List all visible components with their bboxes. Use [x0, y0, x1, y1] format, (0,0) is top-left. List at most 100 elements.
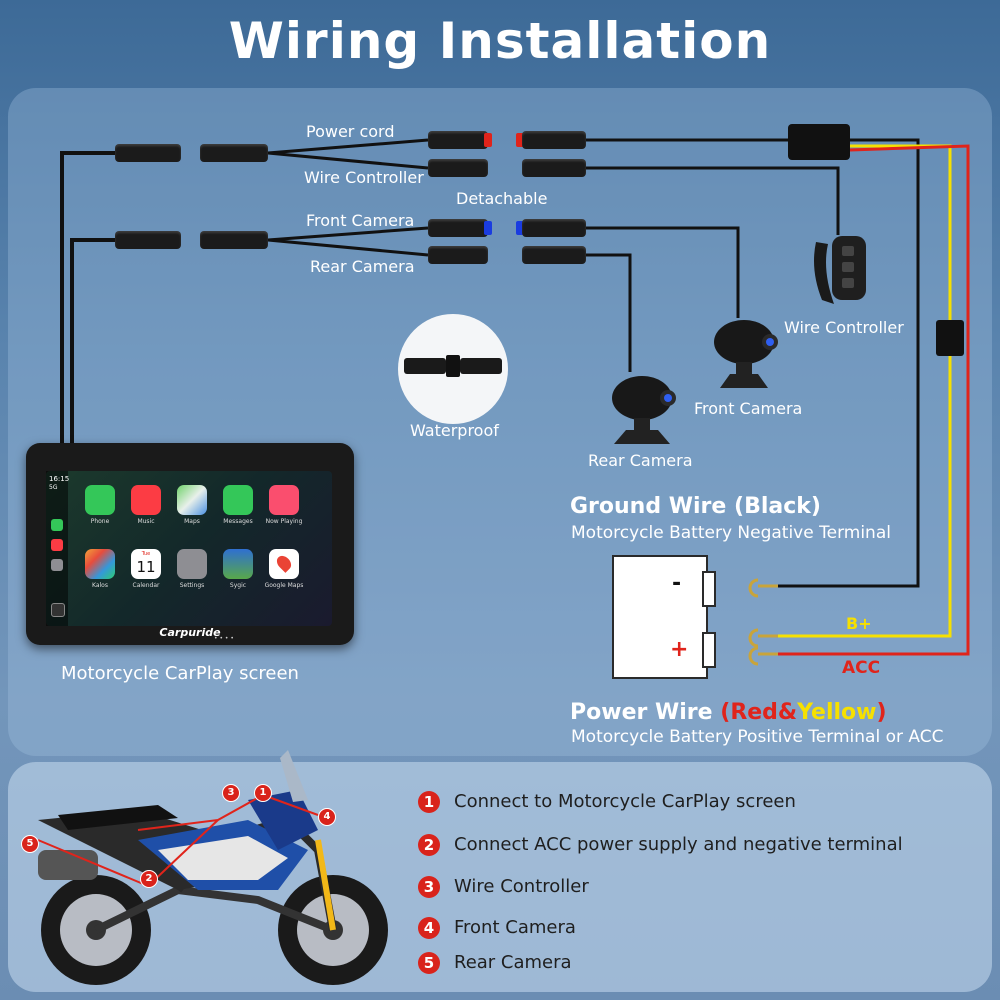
front-camera-socket-tip [516, 221, 524, 235]
status-signal: 5G [49, 484, 58, 491]
detachable-label: Detachable [456, 189, 548, 208]
power-wire-heading: Power Wire (Red&Yellow) [570, 700, 887, 725]
wire-controller-socket [522, 159, 586, 177]
app-calendar[interactable]: Tue 11 Calendar [126, 549, 166, 589]
front-camera-label-right: Front Camera [694, 399, 803, 418]
ground-wire-title: Ground Wire [570, 494, 727, 519]
front-camera-socket [522, 219, 586, 237]
ground-wire-color-text: (Black) [734, 494, 821, 519]
app-label: Google Maps [264, 582, 304, 589]
app-label: Now Playing [265, 518, 303, 525]
carplay-screen: 16:15 5G Phone Music Maps Messages Now P… [26, 443, 354, 645]
power-wire-amp: & [777, 700, 798, 725]
power-cord-plug [428, 131, 488, 149]
rear-camera-plug [428, 246, 488, 264]
splitter-connector-bottom [200, 231, 268, 249]
app-label: Kalos [92, 582, 108, 589]
app-label: Sygic [229, 582, 247, 589]
legend-number: 1 [418, 791, 440, 813]
app-google-maps[interactable]: Google Maps [264, 549, 304, 589]
legend-text: Connect to Motorcycle CarPlay screen [454, 791, 796, 812]
app-messages[interactable]: Messages [218, 485, 258, 525]
moto-marker-4: 4 [318, 808, 336, 826]
app-label: Phone [90, 518, 110, 525]
moto-marker-2: 2 [140, 870, 158, 888]
calendar-date: 11 [136, 558, 156, 576]
dock-music-icon[interactable] [51, 539, 63, 551]
moto-marker-5: 5 [21, 835, 39, 853]
power-wire-paren-open: ( [720, 700, 731, 725]
splitter-connector-top [200, 144, 268, 162]
waterproof-label: Waterproof [410, 421, 499, 440]
sygic-icon [223, 549, 253, 579]
legend-number: 3 [418, 876, 440, 898]
app-now-playing[interactable]: Now Playing [264, 485, 304, 525]
power-cord-socket [522, 131, 586, 149]
calendar-icon: Tue 11 [131, 549, 161, 579]
app-label: Settings [179, 582, 205, 589]
legend-text: Wire Controller [454, 876, 589, 897]
ground-wire-heading: Ground Wire (Black) [570, 494, 821, 519]
ground-wire-color: (Black) [734, 494, 821, 519]
status-time: 16:15 [49, 475, 70, 483]
front-camera-icon [714, 320, 778, 388]
waterproof-connector-icon [404, 355, 502, 377]
legend-number: 2 [418, 834, 440, 856]
battery-icon: - + [612, 555, 708, 679]
wire-controller-label-right: Wire Controller [784, 318, 904, 337]
app-maps[interactable]: Maps [172, 485, 212, 525]
screen-connector-top [115, 144, 181, 162]
now-playing-icon [269, 485, 299, 515]
app-settings[interactable]: Settings [172, 549, 212, 589]
power-wire-title: Power Wire [570, 700, 713, 725]
settings-gear-icon [177, 549, 207, 579]
motorcycle-illustration [37, 750, 388, 985]
power-wire-red: Red [730, 700, 778, 725]
rear-camera-icon [612, 376, 676, 444]
wire-controller-plug [428, 159, 488, 177]
power-module-box [788, 124, 850, 160]
dock-home-icon[interactable] [51, 603, 65, 617]
app-label: Calendar [132, 582, 160, 589]
front-camera-plug [428, 219, 488, 237]
app-label: Maps [184, 518, 200, 525]
maps-icon [177, 485, 207, 515]
battery-terminal-positive [702, 632, 716, 668]
app-kalos[interactable]: Kalos [80, 549, 120, 589]
dock-settings-icon[interactable] [51, 559, 63, 571]
screen-caption: Motorcycle CarPlay screen [61, 663, 299, 684]
wire-controller-label-left: Wire Controller [304, 168, 424, 187]
moto-marker-3: 3 [222, 784, 240, 802]
battery-plus: + [670, 637, 689, 662]
rear-camera-socket [522, 246, 586, 264]
acc-label: ACC [842, 658, 881, 678]
legend-text: Front Camera [454, 917, 576, 938]
legend-number: 4 [418, 917, 440, 939]
app-sygic[interactable]: Sygic [218, 549, 258, 589]
kalos-icon [85, 549, 115, 579]
power-wire-paren-close: ) [876, 700, 887, 725]
page-dots: • • • • [214, 635, 234, 642]
rear-camera-label-center: Rear Camera [588, 451, 693, 470]
b-plus-label: B+ [846, 614, 872, 633]
front-camera-plug-tip [484, 221, 492, 235]
screen-brand-logo: Carpuride [159, 626, 221, 639]
power-cord-plug-tip [484, 133, 492, 147]
phone-icon [85, 485, 115, 515]
power-cord-socket-tip [516, 133, 524, 147]
dock-maps-icon[interactable] [51, 519, 63, 531]
app-music[interactable]: Music [126, 485, 166, 525]
power-wire-yellow: Yellow [797, 700, 877, 725]
power-cord-label: Power cord [306, 122, 395, 141]
power-wire-sub: Motorcycle Battery Positive Terminal or … [571, 727, 944, 747]
messages-icon [223, 485, 253, 515]
front-camera-label-left: Front Camera [306, 211, 415, 230]
google-maps-icon [269, 549, 299, 579]
battery-minus: - [672, 571, 682, 596]
moto-marker-1: 1 [254, 784, 272, 802]
carplay-dock: 16:15 5G [46, 471, 70, 626]
screen-connector-bottom [115, 231, 181, 249]
page-title: Wiring Installation [228, 12, 772, 70]
app-phone[interactable]: Phone [80, 485, 120, 525]
